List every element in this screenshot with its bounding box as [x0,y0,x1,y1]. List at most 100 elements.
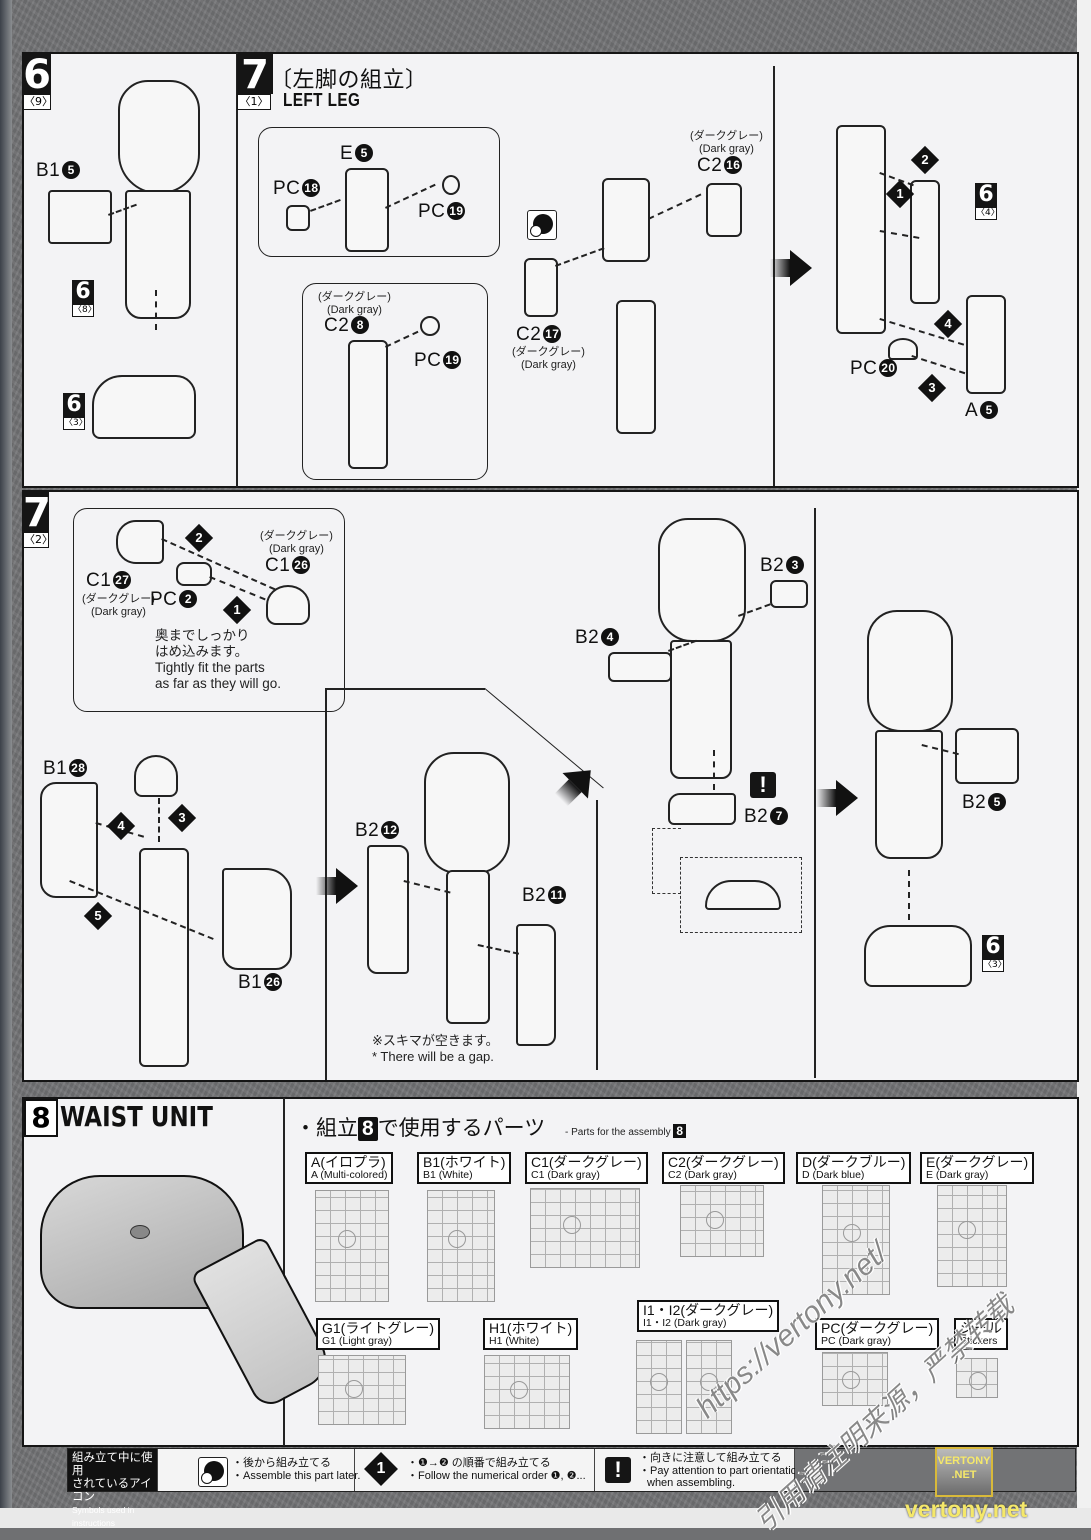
runner-name-en: E (Dark gray) [926,1169,989,1181]
assemble-later-icon [198,1457,228,1487]
label-text: C2 [697,155,723,176]
section-title: WAIST UNIT [60,1100,213,1133]
runner-a [315,1190,389,1302]
runner-name-jp: PC(ダークグレー) [821,1320,934,1336]
section-title-jp: 〔左脚の組立〕 [270,67,428,92]
order-number: 1 [896,186,904,201]
c2-16-part [706,183,742,237]
label-text: C1 [86,570,112,591]
color-note-jp: (ダークグレー) [260,530,333,542]
step-number: 7 [237,54,273,96]
label-text: PC [850,358,878,379]
watermark-logo-text: VERTONY [937,1455,991,1467]
color-note-en: (Dark gray) [326,304,382,316]
thigh-armor-assembled [424,752,510,874]
order-number: 1 [376,1460,386,1477]
legend-text-en: when assembling. [647,1477,736,1489]
shin-armor-part [670,640,732,779]
shin-frame-part [616,300,656,434]
symbols-legend: 組み立て中に使用 されているアイコン Symbols used in instr… [67,1448,1076,1528]
legend-text-jp: ・向きに注意して組み立てる [639,1452,782,1464]
part-number-circle: 5 [980,401,999,419]
legend-text-en: ・Pay attention to part orientation [639,1464,803,1477]
parts-subheader-text: - Parts for the assembly [565,1127,671,1138]
label-text: B2 [760,555,785,576]
color-note: (ダークグレー) (Dark gray) [690,130,763,156]
runner-name-en: Stickers [960,1335,998,1347]
orientation-warning-icon: ! [605,1457,631,1483]
runner-label-g1: G1(ライトグレー) G1 (Light gray) [316,1318,440,1350]
b2-7-detail [705,880,781,910]
fit-note: 奥までしっかり はめ込みます。 Tightly fit the parts as… [155,628,281,692]
detail-inset-connector [652,828,681,894]
step-number: 7 [23,490,51,536]
ref-step-number: 6 [63,393,85,417]
label-text: C2 [516,324,542,345]
watermark-logo: VERTONY .NET [935,1447,993,1497]
order-step-2: 2 [184,523,214,553]
leg-frame-part [139,848,189,1067]
shin-armor-part [875,730,943,859]
runner-name-jp: C2(ダークグレー) [668,1154,779,1170]
b2-3-part [770,580,808,608]
order-step-3: 3 [917,373,947,403]
color-note: (ダークグレー) (Dark gray) [318,291,391,317]
runner-label-c2: C2(ダークグレー) C2 (Dark gray) [662,1152,785,1184]
part-number-circle: 4 [601,628,620,646]
part-number-circle: 19 [447,202,466,220]
parts-header-text: ・組立 [295,1117,358,1140]
runner-d [822,1185,890,1295]
orientation-warning-icon: ! [750,772,776,798]
leg-thigh-part [118,80,200,194]
ref-step-number: 6 [982,935,1004,959]
part-number-circle: 19 [443,351,462,369]
sticker-sheet [956,1358,998,1398]
next-step-arrow [770,250,812,286]
runner-name-jp: E(ダークグレー) [926,1154,1029,1170]
assembly-arrow [713,750,715,790]
runner-name-en: H1 (White) [489,1335,540,1347]
legend-text-en: ・Assemble this part later. [232,1469,361,1482]
step-number: 6 [23,52,51,98]
legend-text-en: ・Follow the numerical order ❶, ❷... [407,1469,586,1482]
legend-item-assemble-later: ・後から組み立てる ・Assemble this part later. [158,1449,360,1491]
runner-g1 [318,1355,406,1425]
color-note: (ダークグレー) (Dark gray) [82,593,155,619]
runner-label-i1-i2: I1・I2(ダークグレー) I1・I2 (Dark gray) [637,1300,780,1332]
runner-name-en: I1・I2 (Dark gray) [643,1317,727,1329]
label-text: PC [273,178,301,199]
foot-part [92,375,196,439]
runner-label-stickers: シール Stickers [954,1318,1008,1350]
substep-number: 〈2〉 [23,532,53,548]
page-edge-right [1077,0,1091,1528]
divider [596,800,598,1070]
runner-name-jp: G1(ライトグレー) [322,1320,434,1336]
label-text: B2 [522,885,547,906]
runner-e [937,1185,1007,1287]
runner-c2 [680,1185,764,1257]
runner-name-jp: I1・I2(ダークグレー) [643,1302,774,1318]
watermark-logo-text: .NET [951,1469,977,1481]
b2-12-part [367,845,409,974]
watermark-site: vertony.net [905,1496,1028,1522]
runner-label-h1: H1(ホワイト) H1 (White) [483,1318,579,1350]
assemble-later-icon [527,210,557,240]
callout-box [302,283,488,480]
part-number-circle: 7 [770,807,789,825]
next-step-arrow [816,780,858,816]
part-number-circle: 26 [292,556,311,574]
runner-h1 [484,1355,570,1429]
callout-box [258,127,500,257]
pc19-part [420,316,440,336]
leg-shin-part [125,190,191,319]
